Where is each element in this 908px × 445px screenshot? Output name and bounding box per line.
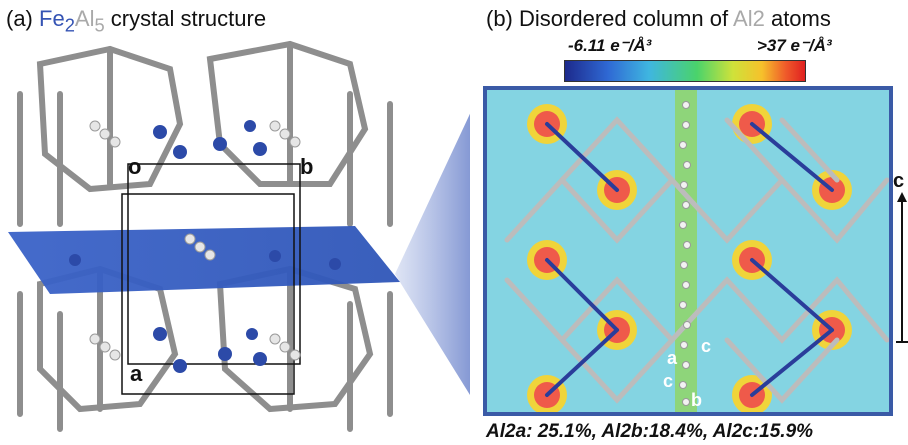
cell-label-b: b [300,154,314,179]
cell-label-a: a [130,361,143,386]
c-axis-label: c [893,170,905,192]
crystal-structure-image [8,40,470,432]
zoom-projection [395,113,470,396]
al2-atoms [89,120,301,361]
site-label-c-lower: c [663,371,674,391]
density-map-panel: c a c b [483,86,893,416]
site-label-b: b [691,390,702,410]
colorbar-max-label: >37 e⁻/Å³ [757,36,832,55]
density-map-image [487,90,889,412]
unit-cell [121,163,301,395]
occupancy-caption: Al2a: 25.1%, Al2b:18.4%, Al2c:15.9% [486,421,814,442]
cell-label-o: o [128,154,142,179]
panel-a-title: (a) Fe2Al5 crystal structure [6,6,267,36]
site-label-a: a [667,348,678,368]
colorbar-min-label: -6.11 e⁻/Å³ [568,36,652,55]
c-axis-scale-bar [896,192,908,343]
site-label-c-upper: c [701,336,712,356]
panel-b-title: (b) Disordered column of Al2 atoms [486,6,831,31]
colorbar [564,60,806,82]
fe-atoms [69,120,341,373]
density-plane [8,226,400,294]
